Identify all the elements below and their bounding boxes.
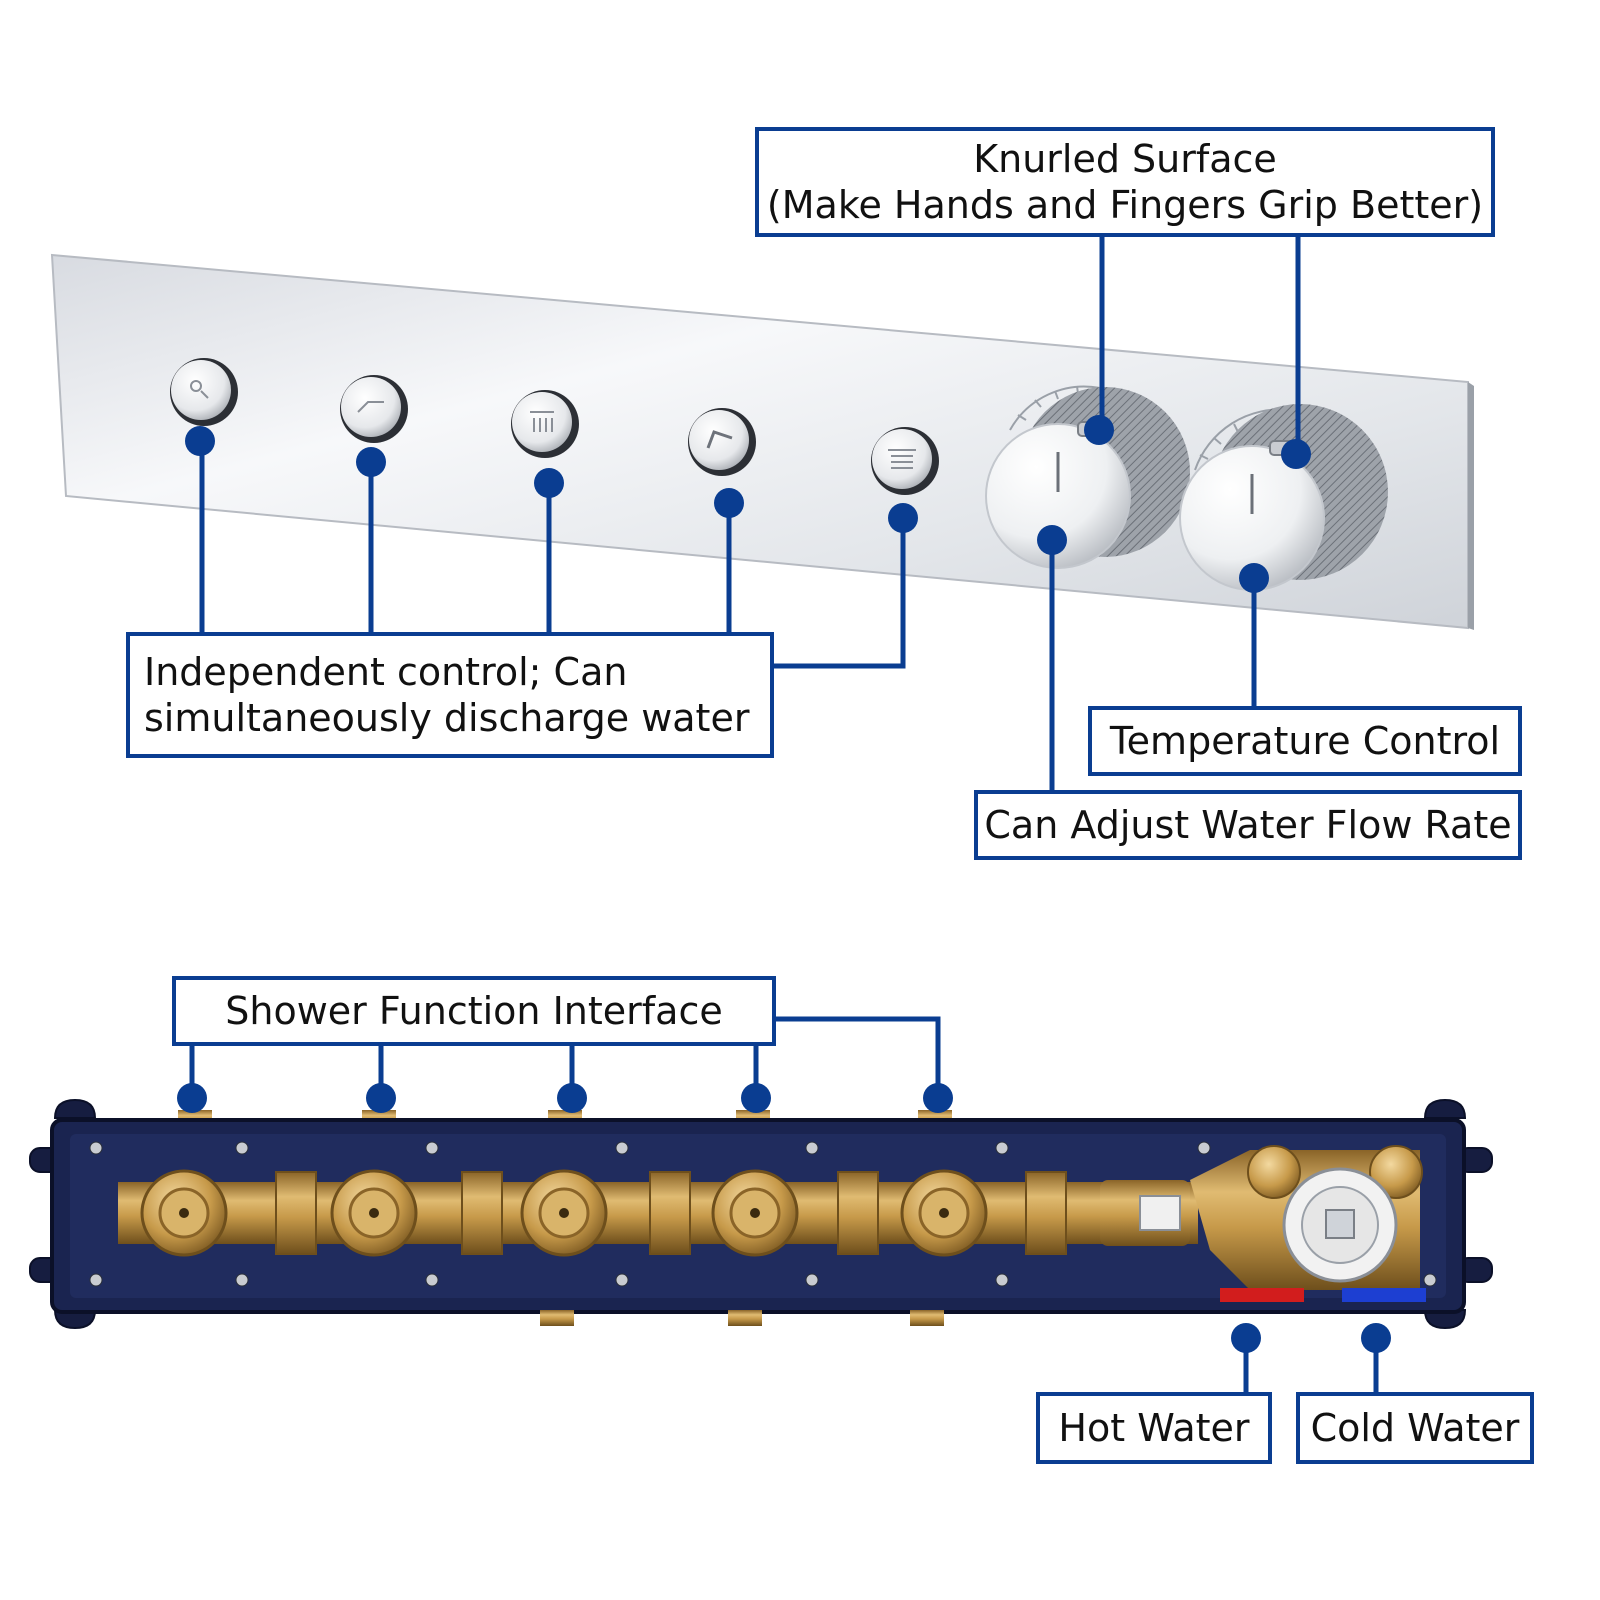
flow-rate-label: Can Adjust Water Flow Rate <box>974 790 1522 860</box>
knurled-surface-label: Knurled Surface (Make Hands and Fingers … <box>755 127 1495 237</box>
flow-rate-text: Can Adjust Water Flow Rate <box>984 802 1512 847</box>
cold-water-label: Cold Water <box>1296 1392 1534 1464</box>
rough-in-valve <box>29 1098 1493 1330</box>
dial-scale <box>1009 385 1101 431</box>
hot-water-text: Hot Water <box>1058 1405 1250 1450</box>
knurled-surface-title: Knurled Surface <box>973 136 1277 181</box>
shower-function-interface-label: Shower Function Interface <box>172 976 776 1046</box>
independent-control-line2: simultaneously discharge water <box>144 696 750 740</box>
tub-spout-icon <box>357 401 384 413</box>
rain-head-icon <box>530 411 554 432</box>
callout-dots-top <box>185 415 1311 593</box>
diverter-button-2[interactable] <box>340 375 408 443</box>
cold-water-text: Cold Water <box>1310 1405 1520 1450</box>
shower-function-interface-text: Shower Function Interface <box>225 988 723 1033</box>
thermostatic-cartridge <box>1190 1145 1423 1290</box>
temperature-knob[interactable]: 38 <box>1179 404 1388 591</box>
mounting-screws <box>89 1141 1437 1287</box>
temperature-control-text: Temperature Control <box>1109 718 1501 763</box>
diverter-cartridges <box>140 1169 988 1257</box>
independent-control-line1: Independent control; Can <box>144 649 628 694</box>
square-rain-icon <box>888 449 916 469</box>
independent-control-label: Independent control; Can simultaneously … <box>126 632 774 758</box>
diverter-button-1[interactable] <box>170 358 238 426</box>
hot-inlet-marker <box>1220 1288 1304 1302</box>
bath-spout-icon <box>706 430 733 449</box>
hot-water-label: Hot Water <box>1036 1392 1272 1464</box>
callout-dots-bottom <box>177 1083 1391 1353</box>
temperature-control-label: Temperature Control <box>1088 706 1522 776</box>
knurled-surface-subtitle: (Make Hands and Fingers Grip Better) <box>766 183 1484 227</box>
hand-shower-icon <box>190 380 209 399</box>
diverter-button-3[interactable] <box>511 390 579 458</box>
callout-lines-top <box>199 236 1301 792</box>
cold-inlet-marker <box>1342 1288 1426 1302</box>
diverter-button-4[interactable] <box>688 408 756 476</box>
flow-rate-knob[interactable] <box>985 385 1190 569</box>
flow-cartridge <box>1100 1180 1190 1246</box>
diverter-button-5[interactable] <box>871 427 939 495</box>
